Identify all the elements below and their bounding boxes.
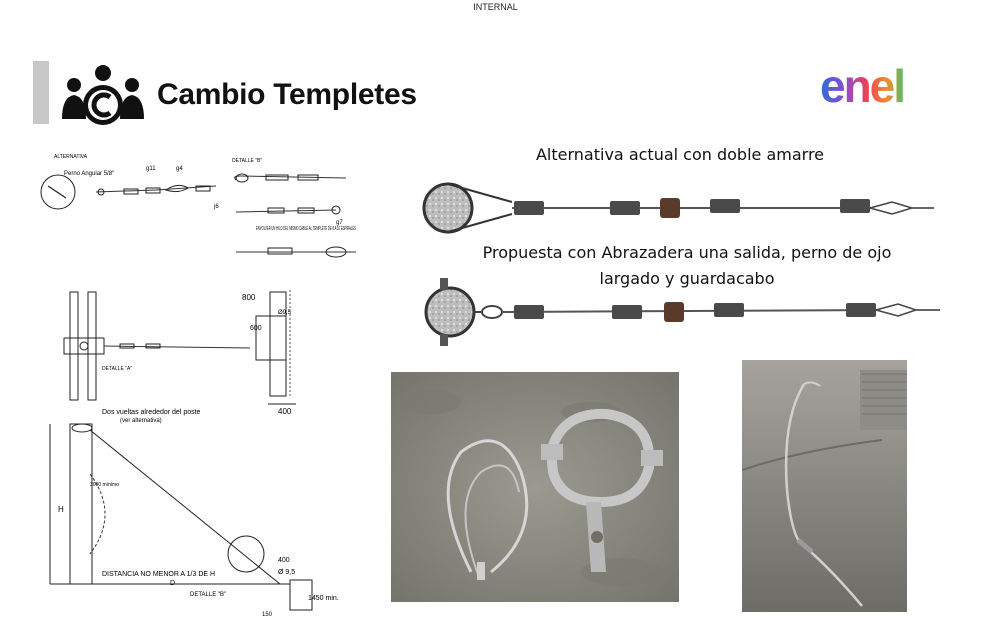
slide-title: Cambio Templetes (157, 78, 417, 111)
label-detalle-b: DETALLE "B" (232, 158, 262, 164)
label-600: 600 (250, 325, 262, 332)
drawing-top-left: ALTERNATIVA Perno Angular 5/8" g11 g4 DE… (40, 154, 356, 258)
label-phi-b: Ø 9,5 (278, 569, 295, 576)
thimble-connector (660, 198, 680, 218)
label-minimo: 3000 mínimo (90, 482, 119, 488)
proposal-clamp-1 (514, 305, 544, 319)
photo-clamp-and-cable (391, 372, 679, 602)
label-h: H (58, 505, 64, 514)
clamp-1 (514, 201, 544, 215)
label-envolver: ENVOLVER UN HILO DEL MISMO CABLE AL TEMP… (256, 226, 356, 232)
enel-logo: enel (820, 60, 906, 110)
clamp-4 (840, 199, 870, 213)
logo-text: enel (820, 60, 904, 110)
assembly-current (422, 182, 934, 234)
label-g7: g7 (336, 220, 343, 226)
pole-section-clamp (424, 286, 476, 338)
drawing-mid-left: DETALLE "A" 800 600 Ø9,5 400 (63, 290, 296, 416)
label-150: 150 (262, 612, 273, 618)
label-dos-vueltas: Dos vueltas alrededor del poste (102, 409, 201, 416)
label-phi: Ø9,5 (278, 310, 292, 316)
label-g4: g4 (176, 166, 183, 172)
title-accent-bar (33, 61, 49, 124)
label-800: 800 (242, 293, 256, 302)
pole-section (422, 182, 474, 234)
label-g11-a: g11 (146, 166, 156, 172)
proposal-clamp-4 (846, 303, 876, 317)
clamp-2 (610, 201, 640, 215)
classification-label: INTERNAL (473, 2, 518, 12)
label-1450: 1450 min. (308, 595, 339, 602)
label-400: 400 (278, 407, 292, 416)
proposal-clamp-2 (612, 305, 642, 319)
photo-installed-guy (742, 360, 907, 612)
label-j6: j6 (213, 204, 219, 210)
label-detalle-a: DETALLE "A" (102, 366, 132, 372)
caption-proposal: Propuesta con Abrazadera una salida, per… (482, 243, 892, 288)
clamp-3 (710, 199, 740, 213)
drawing-bottom-left: Dos vueltas alrededor del poste (ver alt… (49, 409, 339, 618)
proposal-clamp-3 (714, 303, 744, 317)
label-perno: Perno Angular 5/8" (64, 171, 114, 177)
label-alternativa: ALTERNATIVA (54, 154, 88, 160)
assembly-proposal (424, 278, 940, 346)
label-400-b: 400 (278, 557, 290, 564)
label-ver-alt: (ver alternativa) (120, 418, 162, 424)
label-distancia: DISTANCIA NO MENOR A 1/3 DE H (102, 571, 215, 578)
proposal-connector (664, 302, 684, 322)
people-icon (62, 65, 144, 125)
caption-current: Alternativa actual con doble amarre (535, 145, 825, 164)
label-detalle-b-bottom: DETALLE "B" (190, 592, 226, 598)
